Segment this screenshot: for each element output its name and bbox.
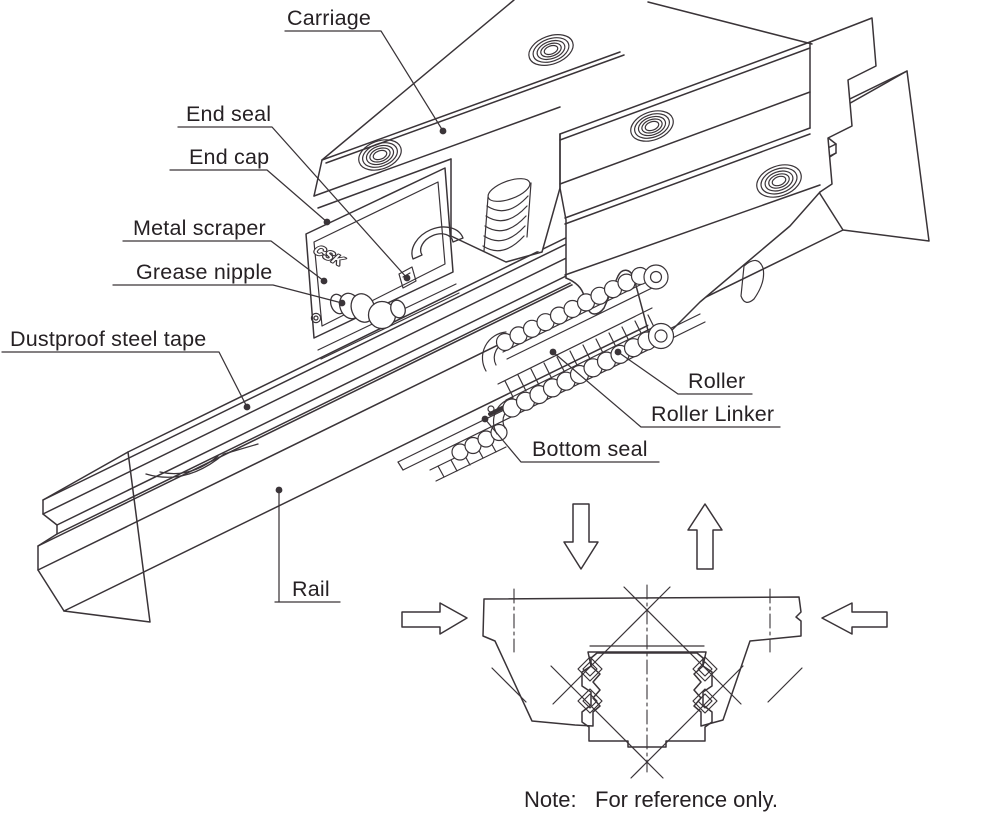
label-end-cap — [169, 169, 331, 226]
roller-chains — [397, 264, 706, 482]
label-grease-nipple — [112, 284, 346, 307]
part-label-texts: Carriage End seal End cap Metal scraper … — [10, 6, 778, 812]
label-metal-scraper — [122, 240, 328, 285]
carriage-mount-holes — [358, 34, 802, 198]
label-rail-text: Rail — [292, 577, 330, 601]
label-carriage — [284, 30, 447, 135]
arrow-up-icon — [687, 503, 723, 570]
arrow-down-icon — [563, 503, 599, 570]
label-roller — [614, 348, 753, 395]
label-carriage-text: Carriage — [287, 6, 371, 30]
label-roller-linker — [549, 348, 781, 428]
contact-angle-lines — [491, 586, 803, 779]
label-metal-scraper-text: Metal scraper — [133, 216, 266, 240]
load-arrows — [401, 503, 888, 635]
label-end-cap-text: End cap — [189, 145, 269, 169]
part-labels — [1, 30, 781, 603]
label-bottom-seal-text: Bottom seal — [532, 437, 648, 461]
label-end-seal-text: End seal — [186, 102, 271, 126]
cross-section-view — [401, 503, 888, 779]
section-carriage-profile — [482, 596, 802, 727]
note-body: For reference only. — [595, 787, 778, 812]
label-roller-text: Roller — [688, 369, 745, 393]
section-rollers — [577, 656, 718, 714]
center-lines — [513, 584, 771, 773]
cutaway-threaded-hole — [482, 178, 532, 252]
arrow-left-icon — [821, 602, 888, 635]
end-seal-plate: CSK — [305, 167, 464, 360]
end-cap-port — [411, 226, 464, 260]
label-bottom-seal — [481, 415, 660, 463]
label-grease-nipple-text: Grease nipple — [136, 260, 272, 284]
note-prefix: Note: — [524, 787, 577, 812]
label-roller-linker-text: Roller Linker — [651, 402, 774, 426]
label-dustproof-tape — [1, 351, 251, 411]
label-rail — [274, 486, 341, 603]
arrow-right-icon — [401, 602, 468, 635]
dustproof-tape-end — [145, 443, 259, 478]
label-end-seal — [177, 126, 411, 282]
grease-nipple-fitting — [329, 292, 406, 330]
label-dustproof-text: Dustproof steel tape — [10, 327, 206, 351]
back-roller-chain — [481, 264, 669, 372]
